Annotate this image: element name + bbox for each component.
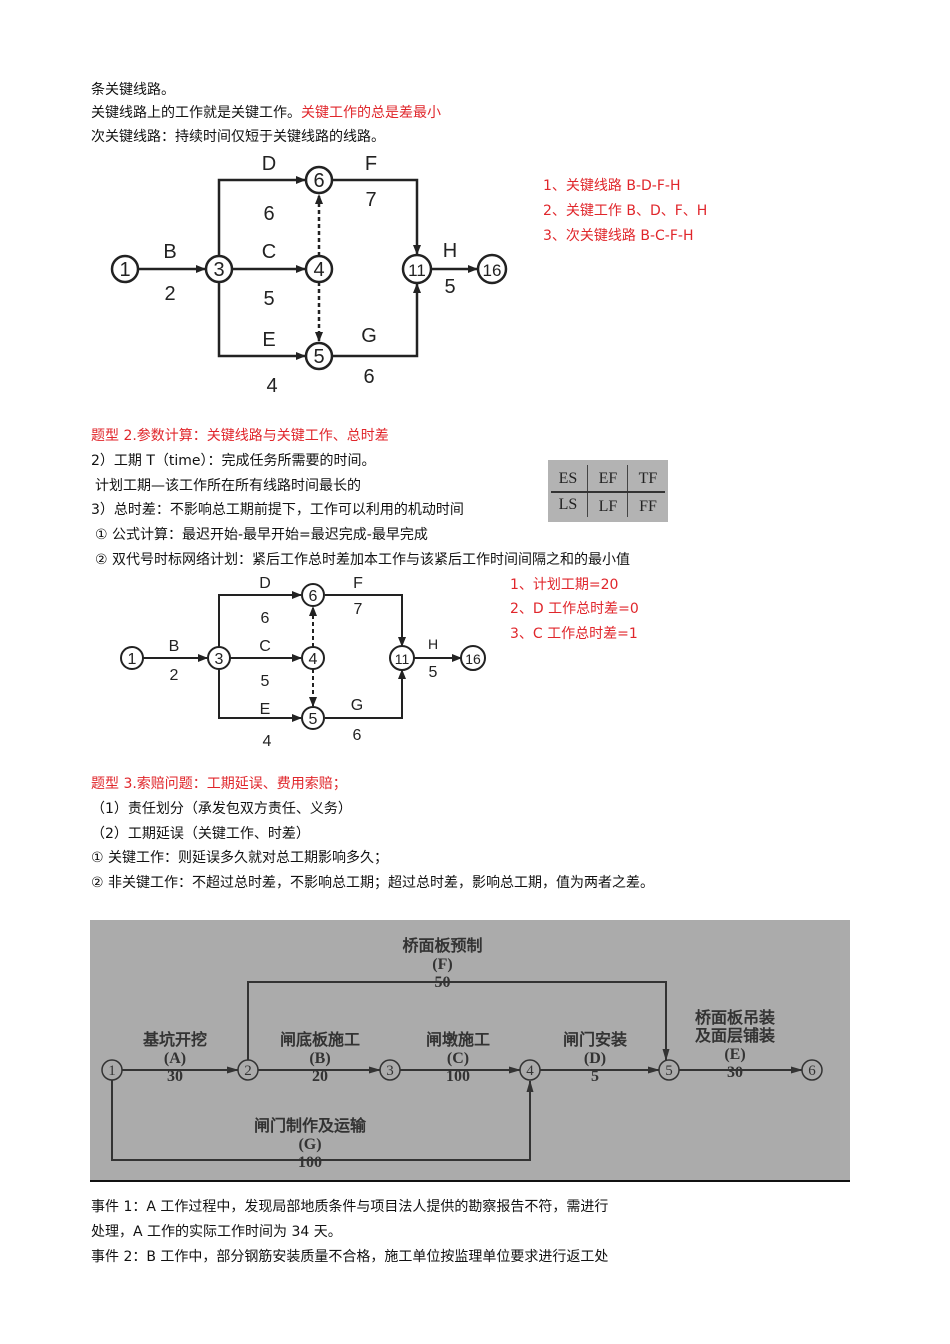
svg-text:2: 2	[164, 283, 175, 305]
node-4	[304, 254, 334, 284]
svg-text:1: 1	[128, 651, 137, 668]
svg-text:6: 6	[313, 170, 324, 192]
svg-text:4: 4	[263, 733, 272, 750]
event-1-line-1: 事件 1：A 工作过程中，发现局部地质条件与项目法人提供的勘察报告不符，需进行	[91, 1199, 609, 1215]
section3-title: 题型 3.索赔问题：工期延误、费用索赔；	[91, 776, 347, 792]
network-diagram-3: 1 2 3 4 5 6 基坑开挖 (A) 30 闸底板施工 (B) 20 闸墩施…	[90, 920, 850, 1182]
svg-text:3: 3	[215, 651, 224, 668]
legend-lf: LF	[598, 498, 618, 515]
svg-text:5: 5	[665, 1063, 673, 1079]
section2-line-2: 计划工期—该工作所在所有线路时间最长的	[95, 478, 361, 494]
svg-text:4: 4	[526, 1063, 534, 1079]
section2-line-4: ① 公式计算：最迟开始-最早开始=最迟完成-最早完成	[95, 527, 428, 543]
svg-text:11: 11	[395, 651, 410, 667]
diagram2-note-2: 2、D 工作总时差=0	[510, 601, 639, 617]
section3-line-1: （1）责任划分（承发包双方责任、义务）	[91, 801, 352, 817]
section2-title: 题型 2.参数计算：关键线路与关键工作、总时差	[91, 428, 389, 444]
svg-text:E: E	[262, 329, 275, 351]
svg-text:D: D	[259, 575, 271, 592]
svg-text:4: 4	[266, 375, 277, 397]
svg-text:H: H	[428, 636, 438, 652]
intro-line-2-highlight: 关键工作的总是差最小	[301, 105, 441, 121]
svg-text:2: 2	[244, 1063, 252, 1079]
time-parameter-legend: ES EF TF LS LF FF	[548, 460, 668, 522]
svg-text:16: 16	[465, 651, 481, 667]
node-11	[401, 253, 433, 285]
svg-text:G: G	[351, 697, 363, 714]
node-3	[204, 254, 234, 284]
activity-f: 桥面板预制 (F) 50	[402, 938, 483, 991]
svg-text:3: 3	[386, 1063, 394, 1079]
svg-text:5: 5	[429, 664, 438, 681]
node-16	[476, 253, 508, 285]
intro-line-1: 条关键线路。	[91, 82, 175, 98]
diagram2-note-1: 1、计划工期=20	[510, 577, 619, 593]
diagram2-note-3: 3、C 工作总时差=1	[510, 626, 638, 642]
svg-text:G: G	[361, 325, 377, 347]
svg-text:B: B	[163, 241, 176, 263]
event-1-line-2: 处理，A 工作的实际工作时间为 34 天。	[91, 1224, 342, 1240]
svg-text:C: C	[262, 241, 276, 263]
activity-d: 闸门安装 (D) 5	[562, 1032, 627, 1085]
section2-line-1: 2）工期 T（time）：完成任务所需要的时间。	[91, 453, 376, 469]
svg-text:E: E	[260, 701, 271, 718]
svg-text:5: 5	[444, 276, 455, 298]
activity-e: 桥面板吊装 及面层铺装 (E) 30	[694, 1010, 775, 1081]
svg-text:6: 6	[353, 727, 362, 744]
svg-text:11: 11	[408, 261, 426, 280]
svg-text:4: 4	[313, 259, 324, 281]
svg-text:5: 5	[261, 673, 270, 690]
node-6	[304, 165, 334, 195]
svg-text:6: 6	[263, 203, 274, 225]
intro-line-3: 次关键线路：持续时间仅短于关键线路的线路。	[91, 129, 385, 145]
svg-text:F: F	[353, 575, 363, 592]
intro-line-2: 关键线路上的工作就是关键工作。关键工作的总是差最小	[91, 103, 441, 123]
legend-ef: EF	[598, 470, 618, 487]
svg-text:6: 6	[261, 610, 270, 627]
svg-text:F: F	[365, 153, 377, 175]
node-5	[304, 341, 334, 371]
svg-text:4: 4	[309, 651, 318, 668]
svg-text:H: H	[443, 240, 457, 262]
svg-text:6: 6	[309, 588, 318, 605]
svg-text:B: B	[169, 638, 180, 655]
activity-c: 闸墩施工 (C) 100	[425, 1032, 490, 1085]
activity-a: 基坑开挖 (A) 30	[142, 1032, 207, 1085]
legend-es: ES	[558, 470, 578, 487]
diagram1-note-3: 3、次关键线路 B-C-F-H	[543, 228, 694, 244]
legend-tf: TF	[638, 470, 658, 487]
legend-ls: LS	[558, 496, 578, 513]
section3-line-2: （2）工期延误（关键工作、时差）	[91, 826, 310, 842]
svg-text:6: 6	[808, 1063, 816, 1079]
svg-text:5: 5	[309, 711, 318, 728]
svg-text:D: D	[262, 153, 276, 175]
svg-text:3: 3	[213, 259, 224, 281]
section3-line-4: ② 非关键工作：不超过总时差，不影响总工期；超过总时差，影响总工期，值为两者之差…	[91, 875, 654, 891]
section2-line-3: 3）总时差：不影响总工期前提下，工作可以利用的机动时间	[91, 502, 464, 518]
section3-line-3: ① 关键工作：则延误多久就对总工期影响多久；	[91, 850, 388, 866]
activity-b: 闸底板施工 (B) 20	[279, 1032, 360, 1085]
svg-text:C: C	[259, 638, 271, 655]
svg-text:16: 16	[483, 261, 502, 280]
node-1	[110, 254, 140, 284]
svg-text:7: 7	[365, 189, 376, 211]
section2-line-5: ② 双代号时标网络计划：紧后工作总时差加本工作与该紧后工作时间间隔之和的最小值	[95, 552, 630, 568]
event-2-line-1: 事件 2：B 工作中，部分钢筋安装质量不合格，施工单位按监理单位要求进行返工处	[91, 1249, 609, 1265]
svg-text:2: 2	[170, 667, 179, 684]
diagram1-note-2: 2、关键工作 B、D、F、H	[543, 203, 708, 219]
intro-line-2-text: 关键线路上的工作就是关键工作。	[91, 105, 301, 121]
svg-text:5: 5	[313, 346, 324, 368]
svg-text:7: 7	[354, 601, 363, 618]
svg-text:1: 1	[108, 1063, 116, 1079]
svg-text:5: 5	[263, 288, 274, 310]
svg-text:1: 1	[119, 259, 130, 281]
network-diagram-2	[143, 591, 462, 722]
activity-g: 闸门制作及运输 (G) 100	[253, 1118, 366, 1171]
diagram1-note-1: 1、关键线路 B-D-F-H	[543, 178, 681, 194]
svg-text:6: 6	[363, 366, 374, 388]
legend-ff: FF	[639, 498, 657, 515]
